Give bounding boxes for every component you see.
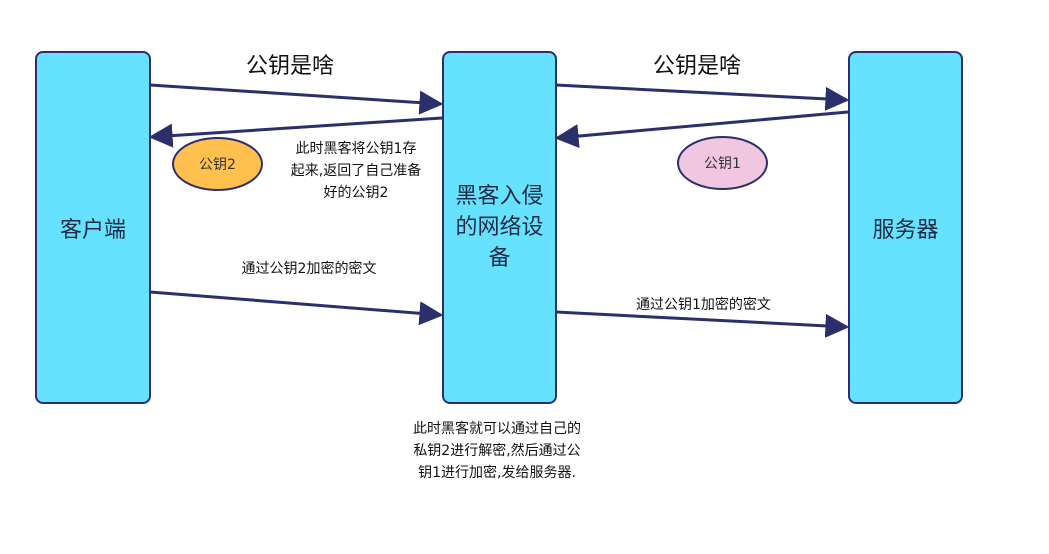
key1-label: 公钥1	[704, 156, 741, 172]
arrow-hacker-to-client-key2	[148, 116, 443, 148]
key2-label: 公钥2	[199, 157, 236, 173]
note-encrypt-key2: 通过公钥2加密的密文	[241, 261, 377, 277]
hacker-node: 黑客入侵的网络设备	[442, 51, 557, 404]
title-right: 公钥是啥	[653, 54, 742, 79]
client-node: 客户端	[35, 51, 151, 404]
arrow-client-to-hacker-cipher	[149, 290, 444, 326]
key2-ellipse: 公钥2	[172, 137, 263, 191]
arrow-server-to-hacker-key1	[554, 110, 849, 149]
server-node: 服务器	[848, 51, 963, 404]
note-encrypt-key1: 通过公钥1加密的密文	[636, 297, 771, 313]
note-hacker-store: 此时黑客将公钥1存起来,返回了自己准备好的公钥2	[290, 141, 422, 201]
title-left: 公钥是啥	[246, 54, 335, 79]
key1-ellipse: 公钥1	[677, 136, 768, 190]
arrow-hacker-to-server-cipher	[555, 310, 850, 338]
arrow-client-to-hacker-request	[149, 83, 444, 115]
note-hacker-decrypt: 此时黑客就可以通过自己的私钥2进行解密,然后通过公钥1进行加密,发给服务器.	[413, 421, 581, 481]
hacker-label: 黑客入侵的网络设备	[455, 184, 544, 271]
server-label: 服务器	[872, 217, 939, 243]
arrow-hacker-to-server-request	[555, 83, 850, 111]
client-label: 客户端	[59, 217, 126, 243]
